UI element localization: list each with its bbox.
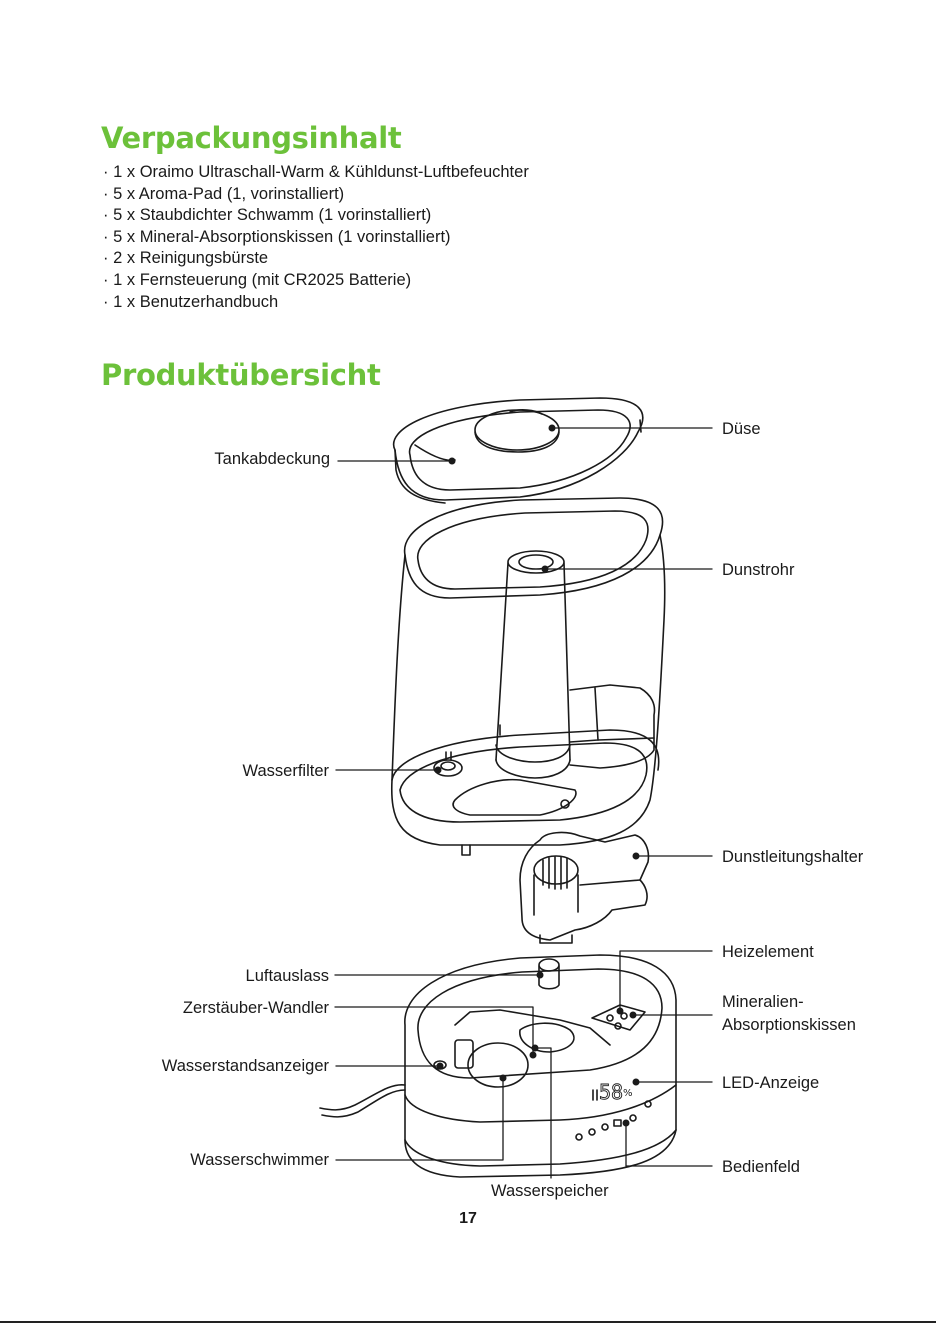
list-item: 5 x Mineral-Absorptionskissen (1 vorinst… bbox=[103, 227, 529, 249]
label-wasserstandsanzeiger: Wasserstandsanzeiger bbox=[161, 1057, 329, 1075]
page-number: 17 bbox=[459, 1210, 477, 1227]
list-item: 2 x Reinigungsbürste bbox=[103, 248, 529, 270]
mist-duct-holder-part bbox=[519, 831, 650, 944]
label-mineralien-line2: Absorptionskissen bbox=[722, 1016, 856, 1034]
list-item: 5 x Aroma-Pad (1, vorinstalliert) bbox=[103, 184, 529, 206]
label-dunstleitungshalter: Dunstleitungshalter bbox=[722, 848, 864, 866]
label-duese: Düse bbox=[722, 420, 761, 438]
section-title-overview: Produktübersicht bbox=[101, 358, 381, 392]
label-tankabdeckung: Tankabdeckung bbox=[214, 450, 330, 468]
list-item: 1 x Oraimo Ultraschall-Warm & Kühldunst-… bbox=[103, 162, 529, 184]
list-item: 1 x Fernsteuerung (mit CR2025 Batterie) bbox=[103, 270, 529, 292]
label-zerstaeuber: Zerstäuber-Wandler bbox=[182, 999, 329, 1017]
tank-cover-part bbox=[392, 397, 644, 504]
list-item: 1 x Benutzerhandbuch bbox=[103, 292, 529, 314]
label-bedienfeld: Bedienfeld bbox=[722, 1158, 800, 1176]
label-wasserspeicher: Wasserspeicher bbox=[491, 1182, 609, 1200]
label-led-anzeige: LED-Anzeige bbox=[722, 1074, 820, 1092]
led-display-value: 58 bbox=[599, 1080, 623, 1104]
label-wasserfilter: Wasserfilter bbox=[242, 762, 329, 780]
leader-lines bbox=[334, 427, 713, 1179]
leader-dots bbox=[434, 424, 640, 1127]
humidifier-exploded-diagram: 58 % bbox=[319, 397, 713, 1179]
list-item: 5 x Staubdichter Schwamm (1 vorinstallie… bbox=[103, 205, 529, 227]
led-display-unit: % bbox=[623, 1088, 633, 1099]
label-mineralien-line1: Mineralien- bbox=[722, 993, 804, 1011]
packaging-contents-list: 1 x Oraimo Ultraschall-Warm & Kühldunst-… bbox=[103, 162, 529, 313]
label-heizelement: Heizelement bbox=[722, 943, 814, 961]
bottom-rule bbox=[0, 1321, 936, 1323]
base-part bbox=[319, 954, 677, 1178]
water-tank-part bbox=[390, 497, 666, 856]
label-dunstrohr: Dunstrohr bbox=[722, 561, 795, 579]
section-title-packaging: Verpackungsinhalt bbox=[101, 121, 402, 155]
label-wasserschwimmer: Wasserschwimmer bbox=[190, 1151, 329, 1169]
label-luftauslass: Luftauslass bbox=[245, 967, 329, 985]
